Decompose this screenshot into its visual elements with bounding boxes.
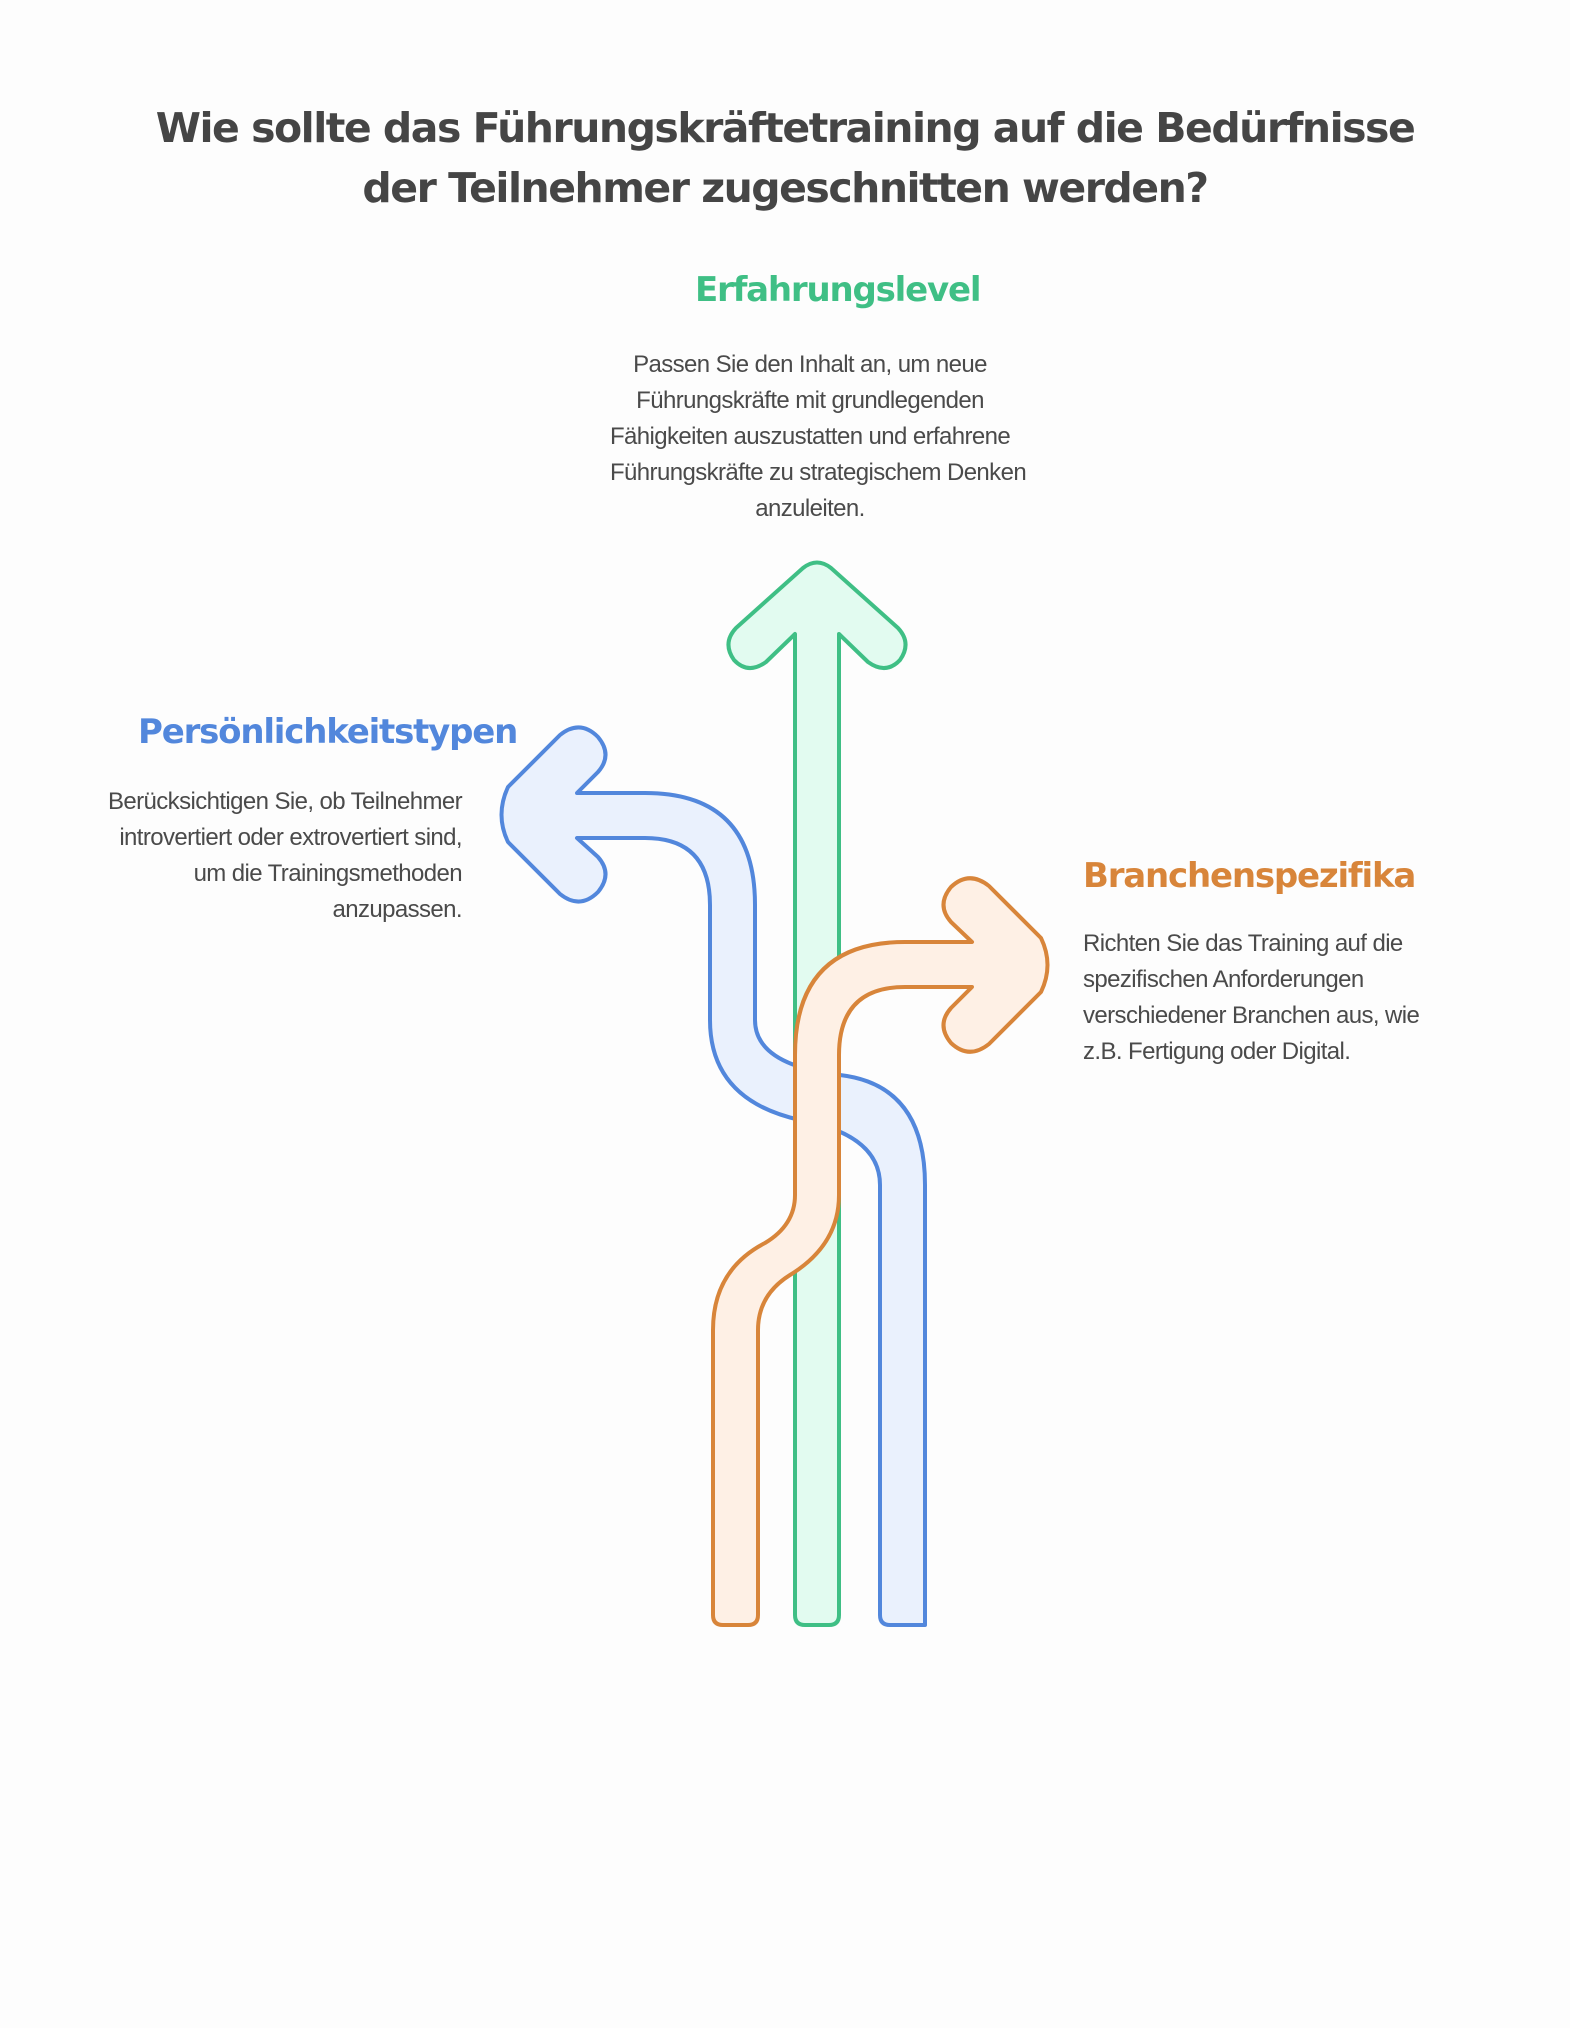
erfahrung-line-4: Führungskräfte zu strategischem Denken — [610, 459, 1027, 486]
persoenlichkeit-description: Berücksichtigen Sie, ob Teilnehmer intro… — [100, 784, 463, 928]
persoenlichkeit-heading: Persönlichkeitstypen — [138, 712, 518, 752]
erfahrung-line-1: Passen Sie den Inhalt an, um neue — [633, 351, 987, 378]
branche-heading: Branchenspezifika — [1083, 856, 1416, 896]
title-line-1: Wie sollte das Führungskräftetraining au… — [155, 104, 1416, 152]
orange-right-arrow — [711, 876, 1050, 1627]
branche-line-2: spezifischen Anforderungen — [1083, 966, 1364, 993]
erfahrung-heading: Erfahrungslevel — [695, 270, 981, 310]
title-line-2: der Teilnehmer zugeschnitten werden? — [362, 164, 1209, 212]
diagram-title: Wie sollte das Führungskräftetraining au… — [0, 98, 1570, 218]
persoenlichkeit-line-2: introvertiert oder extrovertiert sind, — [119, 824, 462, 851]
persoenlichkeit-line-1: Berücksichtigen Sie, ob Teilnehmer — [107, 788, 463, 815]
persoenlichkeit-line-4: anzupassen. — [332, 896, 462, 923]
persoenlichkeit-line-3: um die Trainingsmethoden — [193, 860, 463, 887]
erfahrung-line-5: anzuleiten. — [755, 495, 865, 522]
branche-description: Richten Sie das Training auf die spezifi… — [1083, 926, 1423, 1070]
erfahrung-description: Passen Sie den Inhalt an, um neue Führun… — [610, 347, 1027, 527]
branche-line-4: z.B. Fertigung oder Digital. — [1083, 1038, 1351, 1065]
branche-line-1: Richten Sie das Training auf die — [1083, 930, 1403, 957]
erfahrung-line-3: Fähigkeiten auszustatten und erfahrene — [610, 423, 1011, 450]
branche-line-3: verschiedener Branchen aus, wie — [1083, 1002, 1420, 1029]
erfahrung-line-2: Führungskräfte mit grundlegenden — [636, 387, 984, 414]
